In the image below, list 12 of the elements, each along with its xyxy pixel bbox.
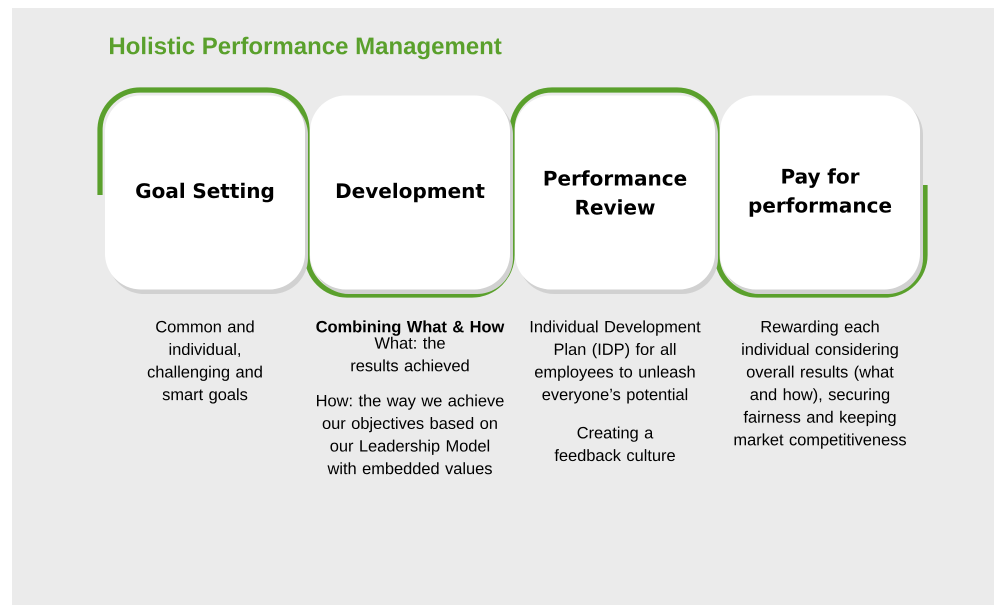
description-text: Combining What & How <box>316 320 504 336</box>
step-box: Development <box>310 96 510 290</box>
step-box: Pay for performance <box>720 96 920 290</box>
description-text: Rewarding each individual considering overall results (what and how), securing fairness and keeping market competitiveness <box>734 320 906 449</box>
description-text: Individual Development Plan (IDP) for all employees to unleash everyone’s potential <box>530 320 701 404</box>
description-text: What: the results achieved <box>351 336 469 372</box>
step-box: Goal Setting <box>105 96 305 290</box>
step-box: Performance Review <box>515 96 715 290</box>
heading: Holistic Performance Management <box>110 36 502 60</box>
description-text: How: the way we achieve our objectives based on our Leadership Model with embedded values <box>317 394 504 474</box>
description-text: Creating a feedback culture <box>554 426 675 462</box>
description-text: Common and individual, challenging and smart goals <box>148 320 262 404</box>
